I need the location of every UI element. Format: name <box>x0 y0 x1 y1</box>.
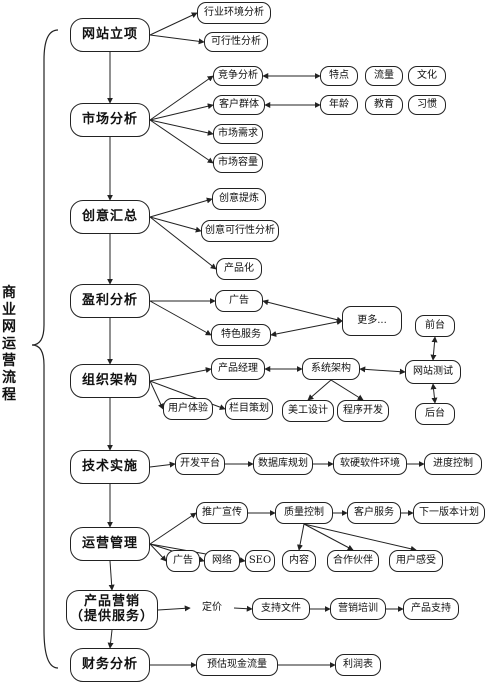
item-box-s7-7: SEO <box>245 550 275 572</box>
connector-arrow <box>303 523 417 552</box>
item-box-s6-1: 开发平台 <box>175 453 225 475</box>
item-box-s5-6: 用户体验 <box>163 398 213 420</box>
item-box-s4-2: 特色服务 <box>211 324 271 346</box>
connector-arrow <box>149 197 213 218</box>
item-box-s2-10: 习惯 <box>408 95 446 115</box>
item-box-s2-5: 特点 <box>320 66 358 86</box>
item-box-s5-8: 美工设计 <box>282 400 334 422</box>
item-box-s7-8: 内容 <box>282 550 316 572</box>
connector-arrow <box>149 103 214 121</box>
item-box-s5-1: 产品经理 <box>211 358 265 380</box>
connector-arrow <box>107 629 114 649</box>
item-box-s7-6: 网络 <box>204 550 240 572</box>
item-box-s5-3: 网站测试 <box>405 360 461 384</box>
stage-box-9: 财务分析 <box>70 648 150 682</box>
connector-arrow <box>149 119 214 136</box>
diagram-title: 商业网运营流程 <box>2 285 16 403</box>
connector-arrow <box>307 379 332 401</box>
connector-arrow <box>108 560 115 591</box>
item-box-s4-3: 更多... <box>342 306 402 336</box>
connector-arrow <box>303 523 354 551</box>
item-box-s2-9: 教育 <box>365 95 403 115</box>
item-box-s4-1: 广告 <box>215 290 263 312</box>
connector-arrow <box>149 300 212 336</box>
item-box-s2-7: 文化 <box>408 66 446 86</box>
connector-arrow <box>149 119 214 164</box>
connector-arrow <box>149 34 205 45</box>
item-box-s6-4: 进度控制 <box>424 453 482 475</box>
stage-box-7: 运营管理 <box>70 527 150 561</box>
connector-arrow <box>297 523 305 551</box>
connector-arrow <box>149 75 214 121</box>
item-box-s3-2: 创意可行性分析 <box>201 220 279 242</box>
connector-arrow <box>149 380 164 410</box>
item-box-s7-2: 质量控制 <box>275 502 333 524</box>
item-box-s5-4: 前台 <box>415 315 455 337</box>
connector-arrow <box>149 367 212 382</box>
stage-box-8: 产品营销 （提供服务） <box>66 590 158 630</box>
connector-arrow <box>430 336 438 361</box>
connector-arrow <box>149 12 198 36</box>
item-box-s3-3: 产品化 <box>216 258 262 280</box>
item-box-s2-4: 市场容量 <box>213 153 263 173</box>
item-box-s2-2: 客户群体 <box>213 95 265 115</box>
connector-arrow <box>430 383 438 404</box>
stage-box-4: 盈利分析 <box>70 284 150 318</box>
item-box-s7-3: 客户服务 <box>347 502 401 524</box>
item-box-s7-1: 推广宣传 <box>196 502 248 524</box>
connector-arrow <box>149 216 202 233</box>
connector-arrow <box>330 379 364 401</box>
connector-arrow <box>149 216 217 270</box>
connector-arrow <box>270 319 343 337</box>
item-box-s6-3: 软硬软件环境 <box>333 453 407 475</box>
left-brace <box>31 29 59 669</box>
connector-arrow <box>149 543 167 562</box>
connector-arrow <box>149 461 176 468</box>
item-box-s3-1: 创意提炼 <box>212 188 266 210</box>
stage-box-3: 创意汇总 <box>70 200 150 234</box>
item-box-s8-4: 产品支持 <box>403 598 459 620</box>
item-box-s5-2: 系统架构 <box>302 358 360 380</box>
stage-box-1: 网站立项 <box>70 18 150 52</box>
item-box-s8-3: 营销培训 <box>330 598 386 620</box>
connector-arrow <box>233 605 253 612</box>
connector-arrow <box>157 605 191 612</box>
item-box-s2-6: 流量 <box>365 66 403 86</box>
item-box-s7-9: 合作伙伴 <box>327 550 379 572</box>
stage-box-5: 组织架构 <box>70 364 150 398</box>
item-box-s2-8: 年龄 <box>320 95 358 115</box>
item-box-s1-1: 行业环境分析 <box>197 2 271 24</box>
item-box-s2-1: 竞争分析 <box>213 66 263 86</box>
item-box-s5-5: 后台 <box>415 403 455 425</box>
item-box-s7-10: 用户感受 <box>389 550 443 572</box>
connector-arrow <box>149 512 197 545</box>
item-box-s8-1: 定价 <box>202 602 222 614</box>
item-box-s8-2: 支持文件 <box>252 598 310 620</box>
item-box-s5-9: 程序开发 <box>337 400 389 422</box>
connector-arrow <box>359 366 406 375</box>
item-box-s5-7: 栏目策划 <box>225 398 273 420</box>
item-box-s1-2: 可行性分析 <box>204 32 268 52</box>
item-box-s7-4: 下一版本计划 <box>413 502 485 524</box>
item-box-s9-1: 预估现金流量 <box>196 654 278 676</box>
connector-arrow <box>262 299 343 323</box>
item-box-s2-3: 市场需求 <box>213 124 263 144</box>
item-box-s6-2: 数据库规划 <box>253 453 313 475</box>
item-box-s7-5: 广告 <box>166 550 200 572</box>
item-box-s9-2: 利润表 <box>335 654 381 676</box>
stage-box-6: 技术实施 <box>70 450 150 484</box>
stage-box-2: 市场分析 <box>70 103 150 137</box>
